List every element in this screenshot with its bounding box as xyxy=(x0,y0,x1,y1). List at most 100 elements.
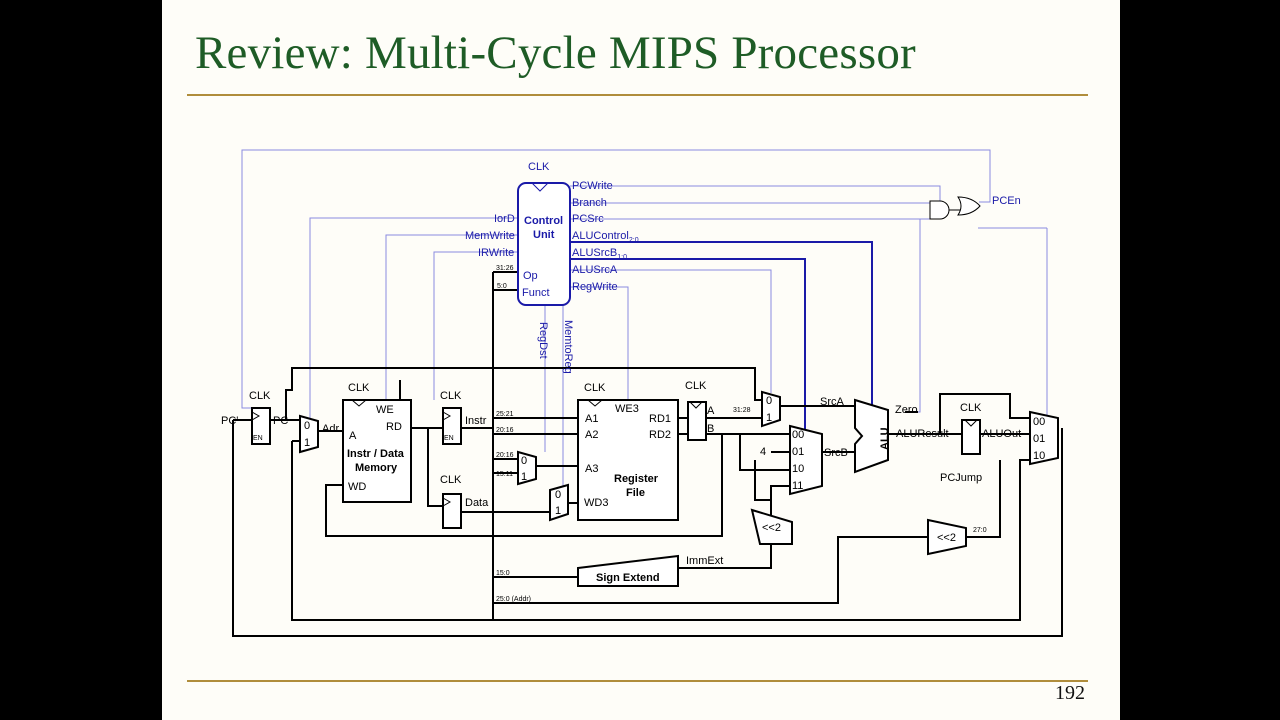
shift-left-jump: <<2 27:0 xyxy=(927,518,987,556)
control-clk-label: CLK xyxy=(528,161,550,173)
svg-text:<<2: <<2 xyxy=(762,522,781,534)
svg-text:1: 1 xyxy=(766,412,772,424)
srca-label: SrcA xyxy=(820,396,845,408)
imm-bits: 15:0 xyxy=(496,570,510,577)
svg-text:RD1: RD1 xyxy=(649,413,671,425)
shift-left-imm: <<2 xyxy=(750,508,793,545)
svg-text:CLK: CLK xyxy=(440,390,462,402)
addr-bits: 25:0 (Addr) xyxy=(496,596,531,603)
alusrcb-label: ALUSrcB1:0 xyxy=(572,247,627,261)
irwrite-label: IRWrite xyxy=(478,247,514,259)
control-title-2: Unit xyxy=(533,229,555,241)
pcen-gates: PCEn xyxy=(929,195,1021,220)
data-label: Data xyxy=(465,497,489,509)
jump-bits: 27:0 xyxy=(973,527,987,534)
pc-label: PC xyxy=(273,415,288,427)
adr-label: Adr xyxy=(322,423,339,435)
pc-clk-label: CLK xyxy=(249,390,271,402)
regdst-label: RegDst xyxy=(537,322,549,359)
svg-text:A3: A3 xyxy=(585,463,598,475)
svg-text:<<2: <<2 xyxy=(937,532,956,544)
svg-text:10: 10 xyxy=(1033,450,1045,462)
svg-text:CLK: CLK xyxy=(685,380,707,392)
svg-text:00: 00 xyxy=(792,429,804,441)
svg-text:00: 00 xyxy=(1033,416,1045,428)
svg-text:0: 0 xyxy=(521,455,527,467)
aluresult-label: ALUResult xyxy=(896,428,949,440)
control-funct-label: Funct xyxy=(522,287,550,299)
svg-text:B: B xyxy=(707,423,714,435)
svg-text:01: 01 xyxy=(1033,433,1045,445)
pc-prime-label: PC' xyxy=(221,415,238,427)
svg-text:11: 11 xyxy=(792,480,803,492)
alucontrol-wire xyxy=(570,241,873,418)
alusrca-mux: 0 1 xyxy=(761,390,781,428)
svg-text:WE: WE xyxy=(376,404,394,416)
footer-divider xyxy=(187,680,1088,682)
funct-bits: 5:0 xyxy=(497,283,507,290)
memtoreg-label: MemtoReg xyxy=(562,320,574,374)
aluout-register: CLK ALUOut xyxy=(960,402,1021,455)
alu: ALU SrcA SrcB Zero ALUResult xyxy=(820,396,949,474)
rt-bits: 20:16 xyxy=(496,427,514,434)
memory-name-2: Memory xyxy=(355,462,398,474)
mem-clk-label: CLK xyxy=(348,382,370,394)
regdst-mux: 0 1 xyxy=(517,450,537,486)
svg-text:RD2: RD2 xyxy=(649,429,671,441)
slide: Review: Multi-Cycle MIPS Processor 192 xyxy=(162,0,1120,720)
instr-register: CLK EN Instr xyxy=(440,390,487,445)
svg-text:EN: EN xyxy=(444,435,454,442)
iord-label: IorD xyxy=(494,213,515,225)
svg-text:A: A xyxy=(707,405,715,417)
alusrcb-wire xyxy=(570,258,806,430)
page-number: 192 xyxy=(1055,682,1085,704)
aluout-label: ALUOut xyxy=(982,428,1021,440)
pcsrc-label: PCSrc xyxy=(572,213,604,225)
control-title-1: Control xyxy=(524,215,563,227)
immext-label: ImmExt xyxy=(686,555,723,567)
slide-title: Review: Multi-Cycle MIPS Processor xyxy=(195,27,916,79)
pcwrite-label: PCWrite xyxy=(572,180,613,192)
ab-registers: CLK A B xyxy=(685,380,715,441)
register-file: CLK WE3 A1 A2 A3 WD3 RD1 RD2 Register Fi… xyxy=(577,382,679,521)
instr-label: Instr xyxy=(465,415,487,427)
iord-mux: 0 1 Adr xyxy=(299,414,339,454)
rd-bits: 15:11 xyxy=(496,471,513,478)
alusrcb-mux: 00 01 10 11 4 xyxy=(760,424,823,496)
title-divider xyxy=(187,94,1088,96)
svg-text:RD: RD xyxy=(386,421,402,433)
pc-register: CLK EN PC' PC xyxy=(221,390,288,445)
svg-text:1: 1 xyxy=(304,437,310,449)
alu-name: ALU xyxy=(879,427,891,450)
sign-extend: Sign Extend ImmExt xyxy=(577,554,723,587)
regwrite-label: RegWrite xyxy=(572,281,618,293)
alucontrol-label: ALUControl2:0 xyxy=(572,230,639,244)
datapath-wires xyxy=(232,271,1063,637)
svg-text:CLK: CLK xyxy=(440,474,462,486)
svg-text:WE3: WE3 xyxy=(615,403,639,415)
svg-text:0: 0 xyxy=(304,420,310,432)
pc-en-label: EN xyxy=(253,435,263,442)
multicycle-datapath-diagram: CLK Control Unit Op Funct PCWrite Branch… xyxy=(221,149,1063,637)
control-wires xyxy=(241,149,1048,490)
pcjump-label: PCJump xyxy=(940,472,982,484)
control-op-label: Op xyxy=(523,270,538,282)
pc-top-bits: 31:28 xyxy=(733,407,751,414)
svg-text:A: A xyxy=(349,430,357,442)
svg-text:10: 10 xyxy=(792,463,804,475)
data-register: CLK Data xyxy=(440,474,489,529)
const-four: 4 xyxy=(760,446,766,458)
svg-text:0: 0 xyxy=(555,489,561,501)
memwrite-label: MemWrite xyxy=(465,230,515,242)
svg-text:Sign Extend: Sign Extend xyxy=(596,572,660,584)
rt2-bits: 20:16 xyxy=(496,452,514,459)
svg-text:01: 01 xyxy=(792,446,804,458)
zero-label: Zero xyxy=(895,404,918,416)
regfile-name-1: Register xyxy=(614,473,659,485)
svg-text:1: 1 xyxy=(555,505,561,517)
pcen-label: PCEn xyxy=(992,195,1021,207)
svg-text:A1: A1 xyxy=(585,413,598,425)
memory-name-1: Instr / Data xyxy=(347,448,405,460)
pcsrc-mux: 00 01 10 xyxy=(1029,410,1059,466)
op-bits: 31:26 xyxy=(496,265,514,272)
